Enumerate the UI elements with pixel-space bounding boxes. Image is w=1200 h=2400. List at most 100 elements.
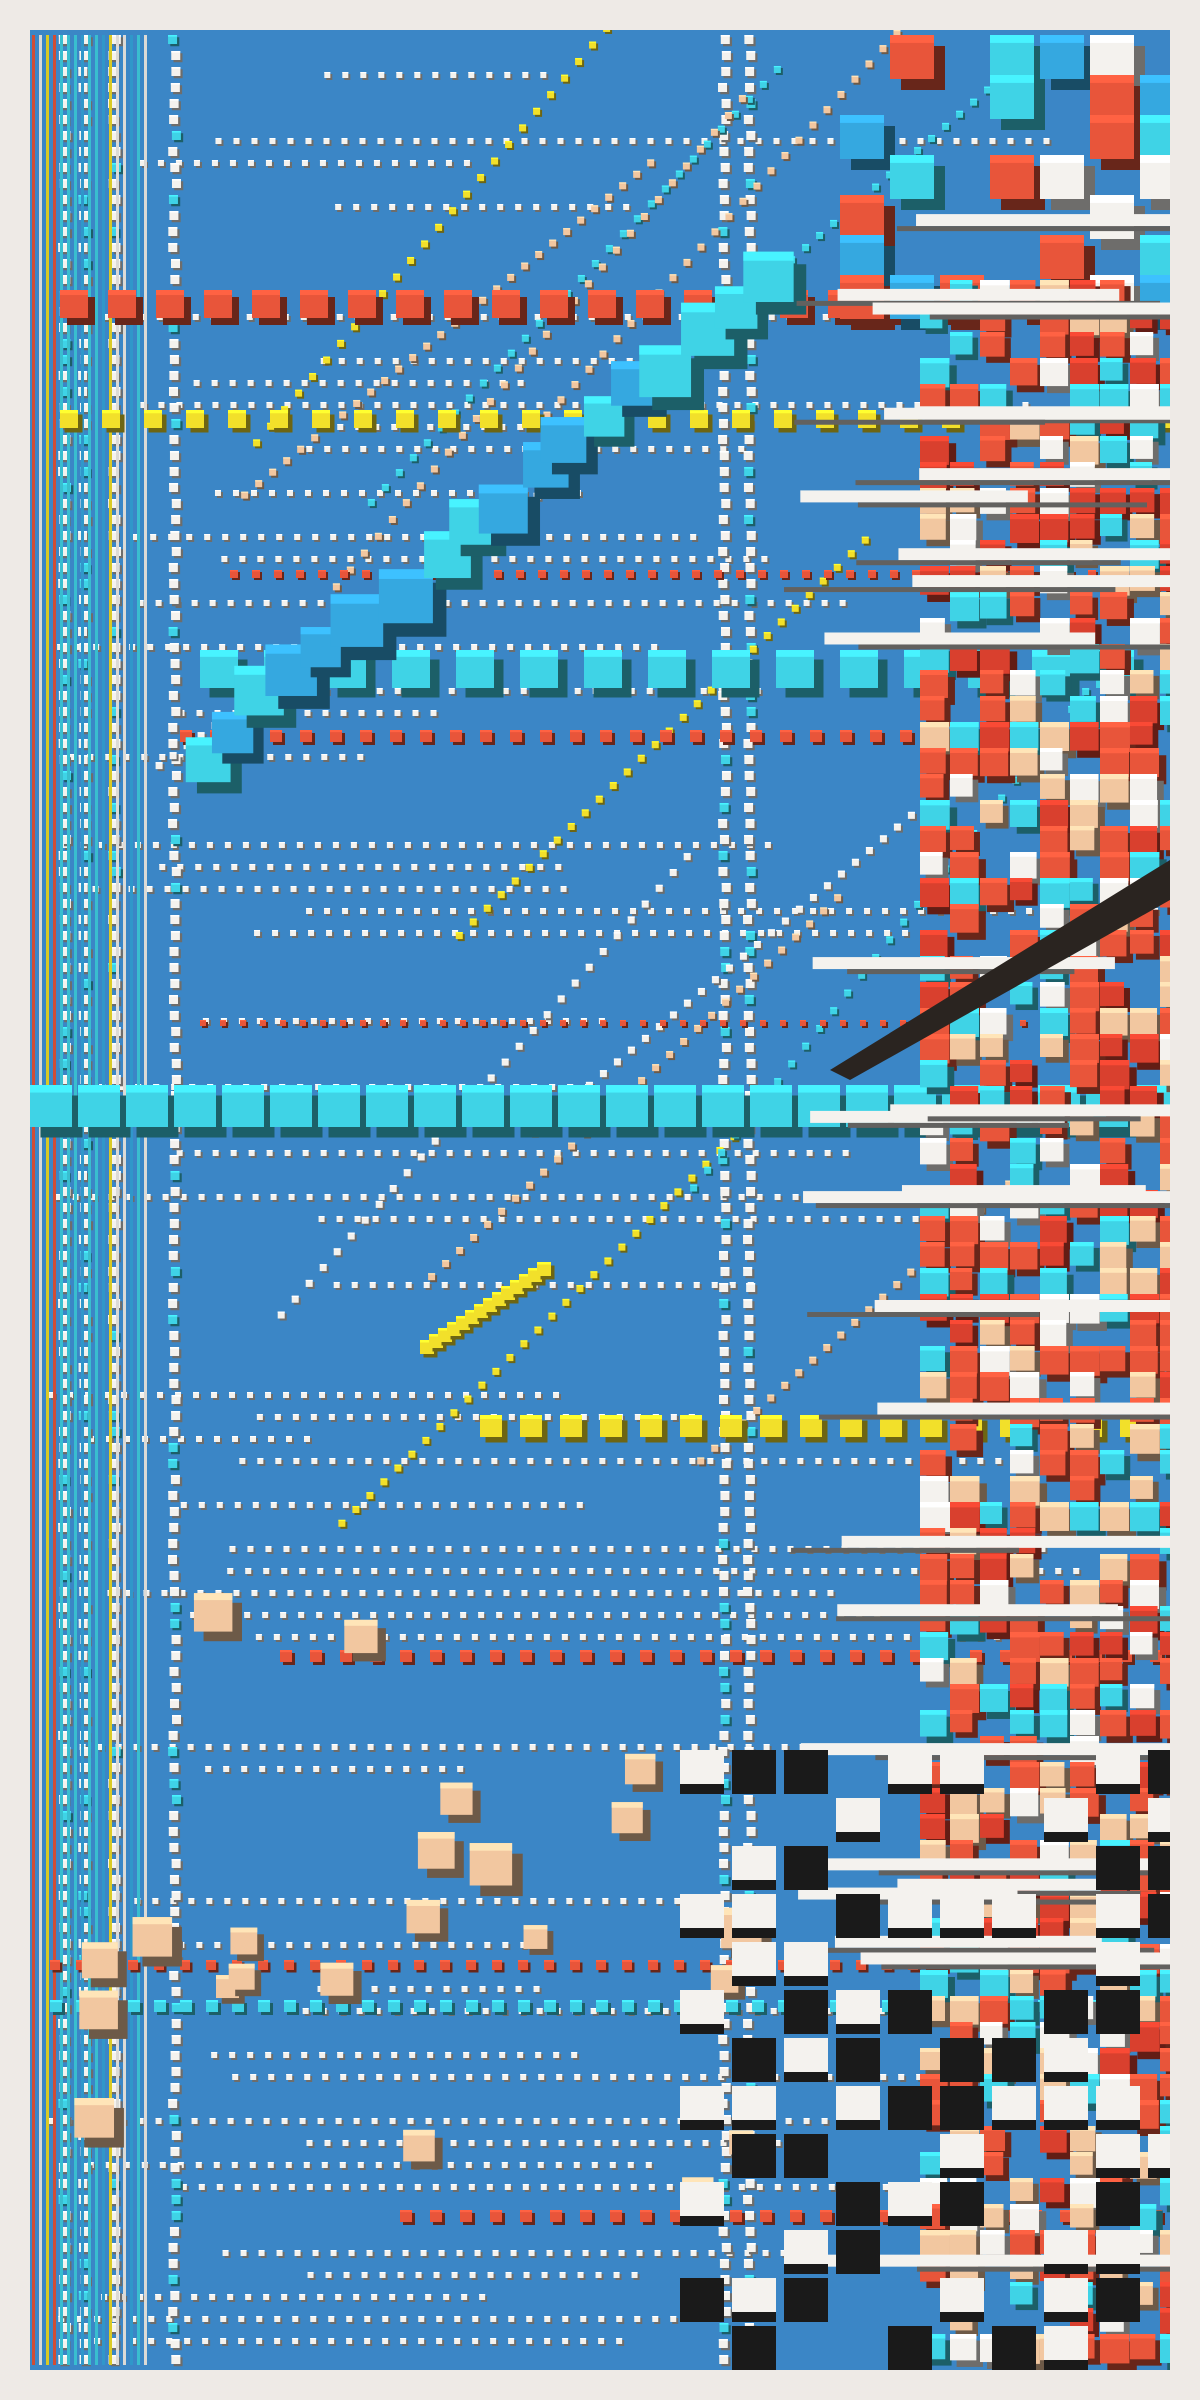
cube	[304, 490, 311, 496]
cube-highlight	[461, 2118, 468, 2120]
cube	[412, 490, 419, 496]
cube-highlight	[534, 314, 541, 316]
cube-highlight	[299, 2118, 306, 2120]
cube-highlight	[562, 1414, 569, 1416]
cube-highlight	[460, 1612, 467, 1614]
cube	[260, 842, 267, 848]
cube	[647, 1590, 654, 1596]
cube-highlight	[340, 1942, 347, 1944]
cube	[432, 1194, 439, 1200]
cube-highlight	[628, 688, 635, 690]
cube-highlight	[676, 1612, 683, 1614]
cube-highlight	[884, 930, 891, 932]
cube-highlight	[407, 2118, 414, 2120]
cube-highlight	[506, 886, 513, 888]
cube	[265, 160, 272, 166]
cube-highlight	[666, 446, 673, 448]
cube-highlight	[749, 1568, 756, 1570]
cube-highlight	[630, 908, 637, 910]
cube	[331, 1744, 338, 1750]
cube	[193, 1392, 200, 1398]
cube	[176, 402, 183, 408]
cube	[613, 2272, 620, 2278]
cube-highlight	[707, 1458, 714, 1460]
cube-highlight	[537, 2162, 544, 2164]
cube-highlight	[341, 138, 348, 140]
cube-highlight	[245, 2294, 252, 2296]
cube-highlight	[1022, 402, 1029, 404]
cube-highlight	[867, 1634, 874, 1636]
cube-highlight	[254, 930, 261, 932]
cube-highlight	[665, 1590, 672, 1592]
cube	[755, 138, 762, 144]
cube-highlight	[585, 1282, 592, 1284]
cube-highlight	[564, 2250, 571, 2252]
cube-highlight	[755, 1590, 762, 1592]
cube	[522, 908, 529, 914]
cube	[500, 358, 507, 364]
cube	[311, 556, 318, 562]
cube-highlight	[630, 2184, 637, 2186]
cube	[313, 1766, 320, 1772]
cube	[361, 2272, 368, 2278]
cube	[445, 1546, 452, 1552]
cube-highlight	[848, 930, 855, 932]
cube-highlight	[899, 138, 906, 140]
cube-highlight	[522, 2184, 529, 2186]
cube	[341, 1590, 348, 1596]
cube	[326, 930, 333, 936]
cube	[333, 1282, 340, 1288]
cube	[631, 2272, 638, 2278]
cube-highlight	[252, 1194, 259, 1196]
cube-highlight	[446, 358, 453, 360]
cube-highlight	[213, 1436, 220, 1438]
cube-highlight	[325, 2272, 332, 2274]
cube	[340, 710, 347, 716]
cube	[450, 446, 457, 452]
cube	[636, 2250, 643, 2256]
cube	[318, 1216, 325, 1222]
cube	[103, 1392, 110, 1398]
cube	[554, 1150, 561, 1156]
cube-highlight	[878, 2008, 885, 2010]
cube-highlight	[75, 644, 82, 646]
cube	[1022, 402, 1029, 408]
cube	[885, 1634, 892, 1640]
cube-highlight	[839, 1568, 846, 1570]
cube	[337, 2052, 344, 2058]
cube-highlight	[433, 2272, 440, 2274]
cube-highlight	[689, 556, 696, 558]
cube	[592, 2074, 599, 2080]
cube-highlight	[397, 2272, 404, 2274]
cube-highlight	[195, 2162, 202, 2164]
cube	[392, 402, 399, 408]
cube-highlight	[234, 1194, 241, 1196]
cube	[597, 644, 604, 650]
cube-highlight	[277, 1766, 284, 1768]
cube-highlight	[684, 446, 691, 448]
cube-highlight	[737, 138, 744, 140]
cube	[687, 1634, 694, 1640]
cube-highlight	[535, 2052, 542, 2054]
cube	[486, 1194, 493, 1200]
cube	[684, 1194, 691, 1200]
cube	[570, 1216, 577, 1222]
cube	[564, 534, 571, 540]
cube-highlight	[384, 534, 391, 536]
cube-highlight	[337, 380, 344, 382]
cube	[572, 358, 579, 364]
cube-highlight	[412, 490, 419, 492]
cube-highlight	[192, 314, 199, 316]
cube	[553, 1392, 560, 1398]
cube-highlight	[561, 644, 568, 646]
cube-highlight	[594, 2140, 601, 2142]
cube-highlight	[260, 842, 267, 844]
cube-highlight	[624, 1216, 631, 1218]
cube	[1055, 1568, 1062, 1574]
cube-highlight	[820, 1612, 827, 1614]
cube	[692, 842, 699, 848]
cube-highlight	[465, 2162, 472, 2164]
cube	[880, 2074, 887, 2080]
cube	[455, 1458, 462, 1464]
cube	[195, 864, 202, 870]
